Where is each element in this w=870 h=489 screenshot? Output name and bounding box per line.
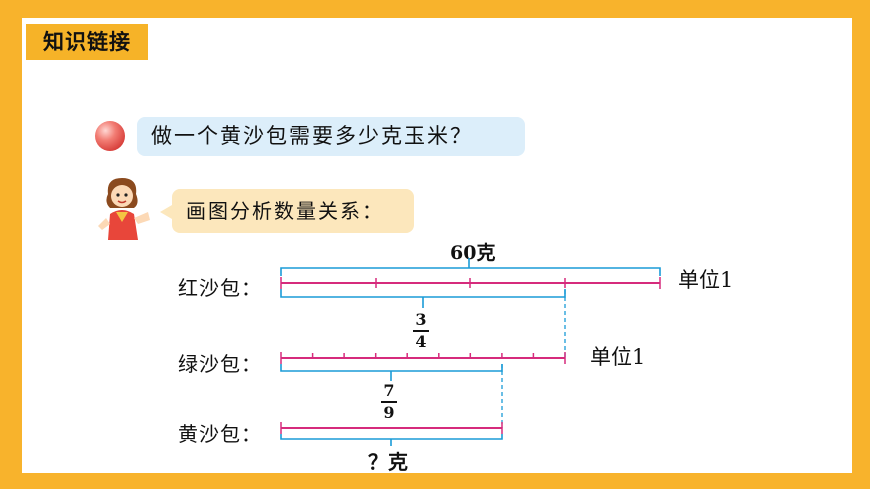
fraction-seven-ninths: 7 9: [381, 382, 397, 422]
red-top-brace: [280, 258, 661, 276]
fraction-1-numerator: 3: [415, 310, 427, 329]
fraction-three-quarters: 3 4: [413, 311, 429, 351]
green-sandbag-segment: [280, 352, 566, 364]
green-bottom-brace: [280, 364, 503, 381]
fraction-2-numerator: 7: [383, 381, 395, 400]
hint-bubble: 画图分析数量关系：: [160, 189, 414, 233]
section-title: 知识链接: [26, 24, 148, 60]
answer-unknown-grams: ？克: [368, 450, 408, 474]
red-sandbag-segment: [280, 277, 661, 289]
unit-1-green-label: 单位1: [590, 345, 646, 369]
question-text: 做一个黄沙包需要多少克玉米？: [151, 124, 473, 148]
hint-text: 画图分析数量关系：: [186, 199, 384, 223]
fraction-1-denominator: 4: [415, 332, 427, 351]
amount-60g-label: 60克: [450, 242, 496, 264]
red-bottom-brace: [280, 289, 566, 308]
fraction-2-denominator: 9: [383, 403, 395, 422]
yellow-bottom-brace: [280, 434, 503, 446]
girl-character-icon: [98, 178, 150, 240]
label-green-sandbag: 绿沙包：: [178, 352, 262, 376]
slide-canvas: [22, 18, 852, 473]
label-red-sandbag: 红沙包：: [178, 276, 262, 300]
yellow-sandbag-segment: [280, 422, 503, 434]
label-yellow-sandbag: 黄沙包：: [178, 422, 262, 446]
unit-1-red-label: 单位1: [678, 268, 734, 292]
question-bubble: 做一个黄沙包需要多少克玉米？: [137, 117, 525, 156]
red-ball-icon: [95, 121, 125, 151]
